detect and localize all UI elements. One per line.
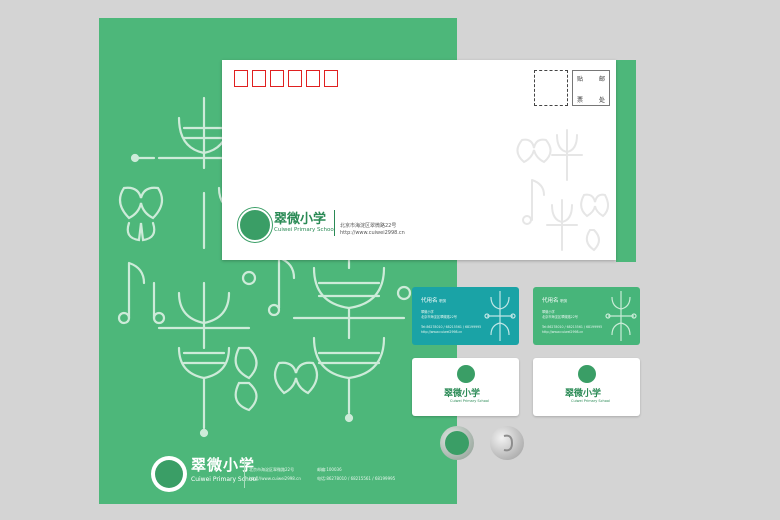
folder-school-name-en: Cuiwei Primary School — [191, 476, 258, 483]
card-line: 北京市海淀区翠微路22号 — [542, 315, 578, 319]
folder-phone: 电话:86278010 / 68215561 / 68199995 — [317, 476, 396, 481]
zip-box — [288, 70, 302, 87]
school-emblem-icon — [578, 365, 596, 383]
zip-box — [252, 70, 266, 87]
card-line: http://www.cuiwei2998.cn — [421, 330, 463, 334]
badge-emblem — [445, 431, 469, 455]
metal-badge-back-icon — [490, 426, 524, 460]
school-emblem-icon — [151, 456, 187, 492]
stamp-label-char: 票 — [577, 97, 584, 104]
business-card-white-left: 翠微小学 Cuiwei Primary School — [412, 358, 519, 416]
zip-box — [270, 70, 284, 87]
envelope-school-name-cn: 翠微小学 — [274, 212, 327, 227]
stamp-area — [534, 70, 568, 106]
envelope: 贴 邮 票 处 翠微小学 Cuiwei Primary School 北京市海淀… — [222, 60, 616, 260]
card-line: http://www.cuiwei2998.cn — [542, 330, 584, 334]
card-school-name-cn: 翠微小学 — [444, 389, 481, 399]
metal-badge-icon — [440, 426, 474, 460]
card-holder-name: 代用名 职务 — [421, 298, 447, 304]
business-card-green: 代用名 职务 翠微小学 北京市海淀区翠微路22号 Tel:86278010 / … — [533, 287, 640, 345]
envelope-url: http://www.cuiwei2998.cn — [340, 230, 405, 236]
card-school-name-en: Cuiwei Primary School — [571, 399, 610, 403]
stamp-label-char: 处 — [599, 97, 606, 104]
card-pattern — [484, 291, 516, 341]
folder-address: 北京市海淀区翠微路22号 — [249, 467, 295, 472]
envelope-flap — [616, 60, 636, 262]
envelope-school-name-en: Cuiwei Primary School — [274, 227, 336, 233]
school-emblem-icon — [238, 208, 272, 242]
card-line: Tel:86278010 / 68215561 / 68199995 — [421, 325, 482, 329]
school-emblem-core — [155, 460, 183, 488]
zip-box — [234, 70, 248, 87]
envelope-pattern — [516, 129, 609, 252]
card-line: 翠微小学 — [542, 310, 555, 314]
folder-url: http://www.cuiwei2998.cn — [249, 476, 301, 481]
stamp-label-char: 贴 — [577, 76, 584, 83]
card-line: 翠微小学 — [421, 310, 434, 314]
folder-school-name-cn: 翠微小学 — [191, 456, 256, 474]
card-pattern — [605, 291, 637, 341]
school-emblem-icon — [457, 365, 475, 383]
folder-postcode: 邮编:100036 — [317, 467, 342, 472]
card-school-name-en: Cuiwei Primary School — [450, 399, 489, 403]
stamp-label-char: 邮 — [599, 76, 606, 83]
badge-pin-icon — [503, 434, 514, 452]
business-card-teal: 代用名 职务 翠微小学 北京市海淀区翠微路22号 Tel:86278010 / … — [412, 287, 519, 345]
business-card-white-right: 翠微小学 Cuiwei Primary School — [533, 358, 640, 416]
zip-box — [306, 70, 320, 87]
card-school-name-cn: 翠微小学 — [565, 389, 602, 399]
stamp-label-box: 贴 邮 票 处 — [572, 70, 610, 106]
folder-divider — [244, 458, 245, 488]
envelope-address: 北京市海淀区翠微路22号 — [340, 223, 397, 229]
card-line: 北京市海淀区翠微路22号 — [421, 315, 457, 319]
card-holder-name: 代用名 职务 — [542, 298, 568, 304]
zip-box — [324, 70, 338, 87]
card-line: Tel:86278010 / 68215561 / 68199995 — [542, 325, 603, 329]
envelope-divider — [334, 210, 335, 236]
